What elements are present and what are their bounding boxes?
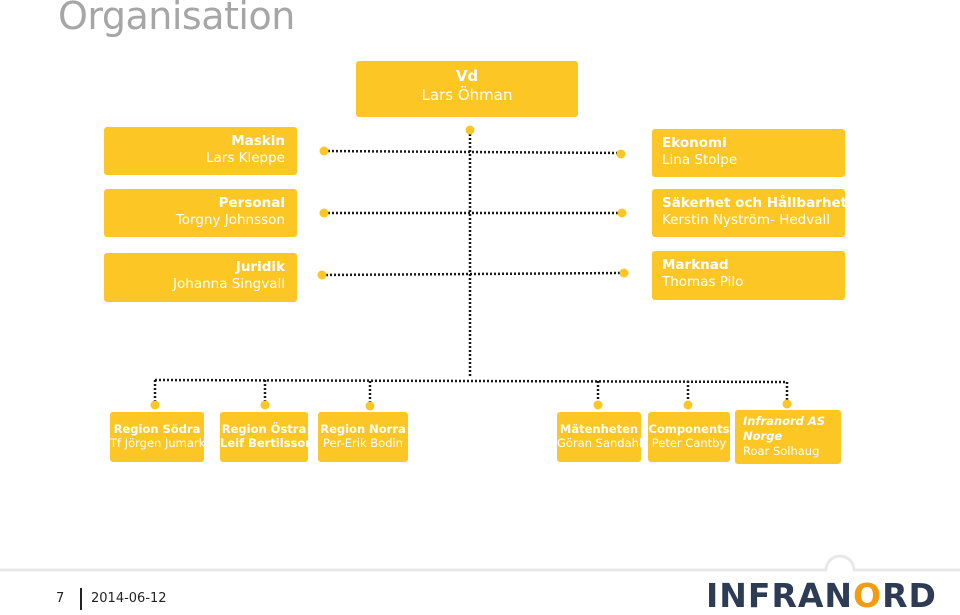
region-ostra-box: Region Östra Leif Bertilsson: [220, 412, 314, 462]
region-norra-role: Region Norra: [320, 422, 406, 436]
components-role: Components: [648, 422, 730, 436]
ekonomi-role: Ekonomi: [662, 135, 727, 151]
connector-dot: [465, 125, 475, 135]
connector-dot: [150, 400, 160, 410]
branch-line-row3: [321, 271, 624, 277]
connector-dot: [365, 401, 375, 411]
connector-dot: [260, 400, 270, 410]
branch-line-row1: [323, 149, 622, 155]
sakerhet-box: Säkerhet och Hållbarhet Kerstin Nyström-…: [652, 189, 848, 237]
juridik-box: Juridik Johanna Singvall: [104, 253, 297, 302]
connector-dot: [317, 270, 327, 280]
marknad-role: Marknad: [662, 257, 729, 273]
infranord-as-person: Roar Solhaug: [743, 443, 820, 458]
infranord-as-role: Infranord AS: [743, 414, 826, 428]
connector-dot: [782, 399, 792, 409]
connector-dot: [619, 268, 629, 278]
components-person: Peter Cantby: [651, 436, 727, 451]
page-title: Organisation: [58, 0, 295, 38]
matenheten-person: Göran Sandahl: [557, 436, 643, 451]
vd-role: Vd: [455, 67, 479, 85]
maskin-role: Maskin: [231, 133, 285, 149]
marknad-person: Thomas Pilo: [662, 273, 744, 290]
connector-dot: [319, 208, 329, 218]
infranord-as-role2: Norge: [743, 428, 783, 443]
connector-dot: [616, 149, 626, 159]
connector-dot: [319, 146, 329, 156]
sakerhet-role: Säkerhet och Hållbarhet: [662, 195, 848, 211]
region-ostra-person: Leif Bertilsson: [220, 436, 314, 451]
infranord-logo: INFRANORD: [706, 576, 937, 615]
region-sodra-person: Tf Jörgen Jumark: [110, 436, 206, 451]
footer-arc-line: [0, 554, 960, 572]
footer-separator: [80, 588, 82, 610]
juridik-person: Johanna Singvall: [173, 275, 285, 292]
ekonomi-box: Ekonomi Lina Stolpe: [652, 129, 845, 177]
region-norra-person: Per-Erik Bodin: [323, 436, 403, 451]
bottom-bus-line: [154, 378, 788, 384]
region-norra-box: Region Norra Per-Erik Bodin: [318, 412, 408, 462]
logo-text-left: INFRAN: [706, 576, 854, 615]
region-ostra-role: Region Östra: [221, 422, 307, 436]
personal-person: Torgny Johnsson: [175, 211, 285, 228]
components-box: Components Peter Cantby: [648, 412, 730, 462]
personal-role: Personal: [218, 195, 285, 211]
region-sodra-role: Region Södra: [113, 422, 201, 436]
vd-person: Lars Öhman: [421, 85, 513, 104]
logo-text-right: RD: [882, 576, 937, 615]
region-sodra-box: Region Södra Tf Jörgen Jumark: [110, 412, 206, 462]
connector-dot: [593, 400, 603, 410]
infranord-as-box: Infranord AS Norge Roar Solhaug: [735, 410, 841, 464]
logo-o: O: [853, 576, 883, 615]
vd-box: Vd Lars Öhman: [356, 61, 578, 117]
page-number: 7: [56, 591, 65, 606]
maskin-box: Maskin Lars Kleppe: [104, 127, 297, 175]
connector-dot: [617, 208, 627, 218]
maskin-person: Lars Kleppe: [205, 149, 285, 166]
matenheten-box: Mätenheten Göran Sandahl: [557, 412, 643, 462]
marknad-box: Marknad Thomas Pilo: [652, 251, 845, 300]
personal-box: Personal Torgny Johnsson: [104, 189, 297, 237]
matenheten-role: Mätenheten: [559, 422, 639, 436]
sakerhet-person: Kerstin Nyström- Hedvall: [662, 211, 830, 228]
juridik-role: Juridik: [235, 259, 285, 275]
ekonomi-person: Lina Stolpe: [662, 151, 738, 168]
connector-dot: [683, 400, 693, 410]
footer-date: 2014-06-12: [91, 591, 167, 606]
